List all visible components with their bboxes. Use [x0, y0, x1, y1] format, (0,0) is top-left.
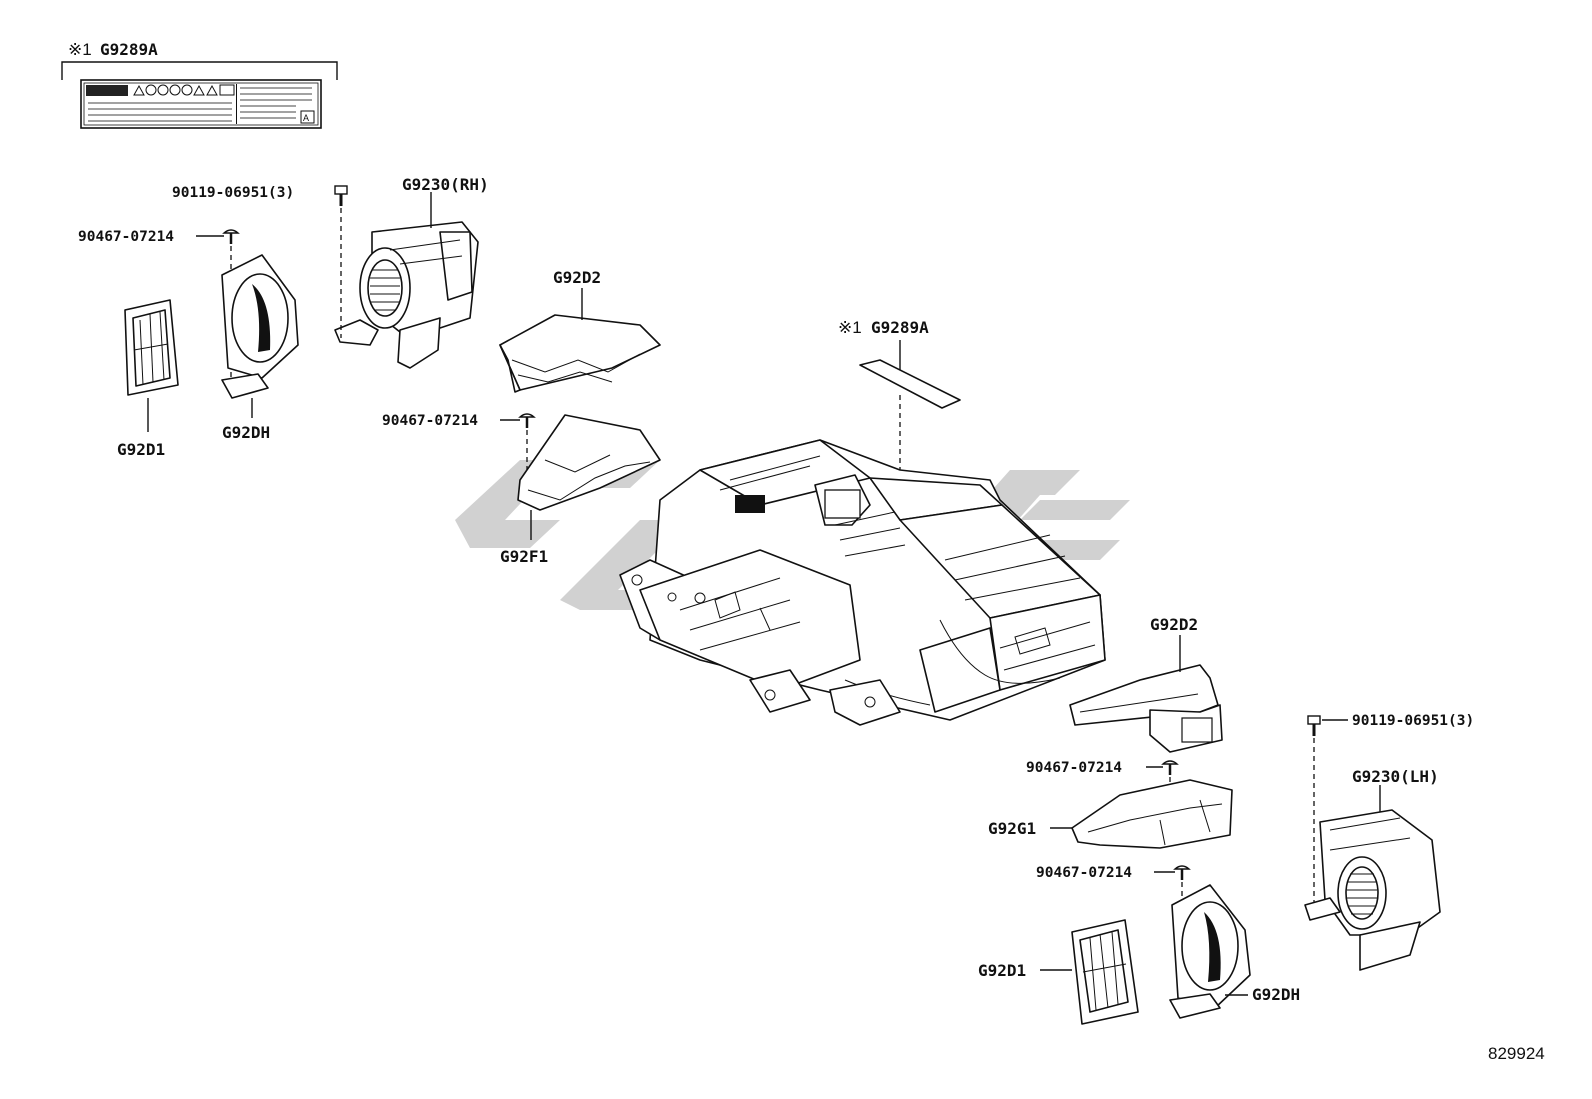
- clip-lh-duct: 90467-07214: [1036, 865, 1191, 1000]
- duct-d2-upper-label: G92D2: [553, 268, 601, 287]
- duct-f1-label: G92F1: [500, 547, 548, 566]
- label-callout-top: ※1 G9289A: [61, 40, 338, 80]
- fan-rh-label: G9230(RH): [402, 175, 489, 194]
- figure-number: 829924: [1488, 1044, 1545, 1063]
- air-duct-icon: [499, 314, 661, 393]
- label-top-mark: ※1: [68, 40, 92, 59]
- warning-label-icon: A: [80, 79, 322, 129]
- clip-icon: [222, 229, 240, 244]
- clip-f1-label: 90467-07214: [382, 413, 478, 429]
- clip-g1-label: 90467-07214: [1026, 760, 1122, 776]
- blower-fan-icon: [1304, 809, 1441, 971]
- fan-lh-label: G9230(LH): [1352, 767, 1439, 786]
- duct-g1: G92G1: [988, 779, 1233, 849]
- label-sticker-icon: [859, 359, 961, 409]
- air-duct-icon: [517, 414, 661, 511]
- bolt-lh-label: 90119-06951(3): [1352, 713, 1474, 729]
- battery-pack-icon: [619, 439, 1106, 726]
- label-callout-center: ※1 G9289A: [838, 318, 961, 588]
- label-top-part: G9289A: [100, 40, 158, 59]
- label-center-part: G9289A: [871, 318, 929, 337]
- filter-d1-lower-label: G92D1: [978, 961, 1026, 980]
- air-duct-icon: [1071, 779, 1233, 849]
- duct-d2-upper: G92D2: [499, 268, 661, 393]
- filter-icon: [124, 299, 179, 396]
- air-duct-icon: [1169, 884, 1251, 1019]
- clip-icon: [1173, 865, 1191, 880]
- blower-fan-icon: [334, 221, 479, 369]
- duct-dh-upper: G92DH: [221, 254, 299, 442]
- duct-dh-lower-label: G92DH: [1252, 985, 1300, 1004]
- clip-rh-duct-label: 90467-07214: [78, 229, 174, 245]
- bolt-icon: [1307, 715, 1321, 736]
- duct-d2-lower-label: G92D2: [1150, 615, 1198, 634]
- bolt-icon: [334, 185, 348, 206]
- air-duct-icon: [1069, 664, 1223, 753]
- filter-d1-lower: G92D1: [978, 919, 1139, 1025]
- battery-pack: [619, 439, 1106, 726]
- clip-f1: 90467-07214: [382, 413, 536, 470]
- blower-fan-rh: G9230(RH): [334, 175, 489, 369]
- clip-lh-duct-label: 90467-07214: [1036, 865, 1132, 881]
- filter-icon: [1071, 919, 1139, 1025]
- duct-dh-lower: G92DH: [1169, 884, 1300, 1019]
- duct-f1: G92F1: [500, 414, 661, 566]
- bolt-lh: 90119-06951(3): [1307, 713, 1474, 906]
- clip-icon: [1161, 760, 1179, 775]
- air-duct-icon: [221, 254, 299, 399]
- clip-g1: 90467-07214: [1026, 760, 1179, 830]
- filter-d1-upper: G92D1: [117, 299, 179, 459]
- bolt-rh-label: 90119-06951(3): [172, 185, 294, 201]
- duct-dh-upper-label: G92DH: [222, 423, 270, 442]
- clip-icon: [518, 413, 536, 428]
- duct-d2-lower: G92D2: [1069, 615, 1223, 753]
- bolt-rh: 90119-06951(3): [172, 185, 348, 338]
- duct-g1-label: G92G1: [988, 819, 1036, 838]
- filter-d1-upper-label: G92D1: [117, 440, 165, 459]
- blower-fan-lh: G9230(LH): [1304, 767, 1441, 971]
- label-center-mark: ※1: [838, 318, 862, 337]
- svg-text:A: A: [303, 113, 309, 123]
